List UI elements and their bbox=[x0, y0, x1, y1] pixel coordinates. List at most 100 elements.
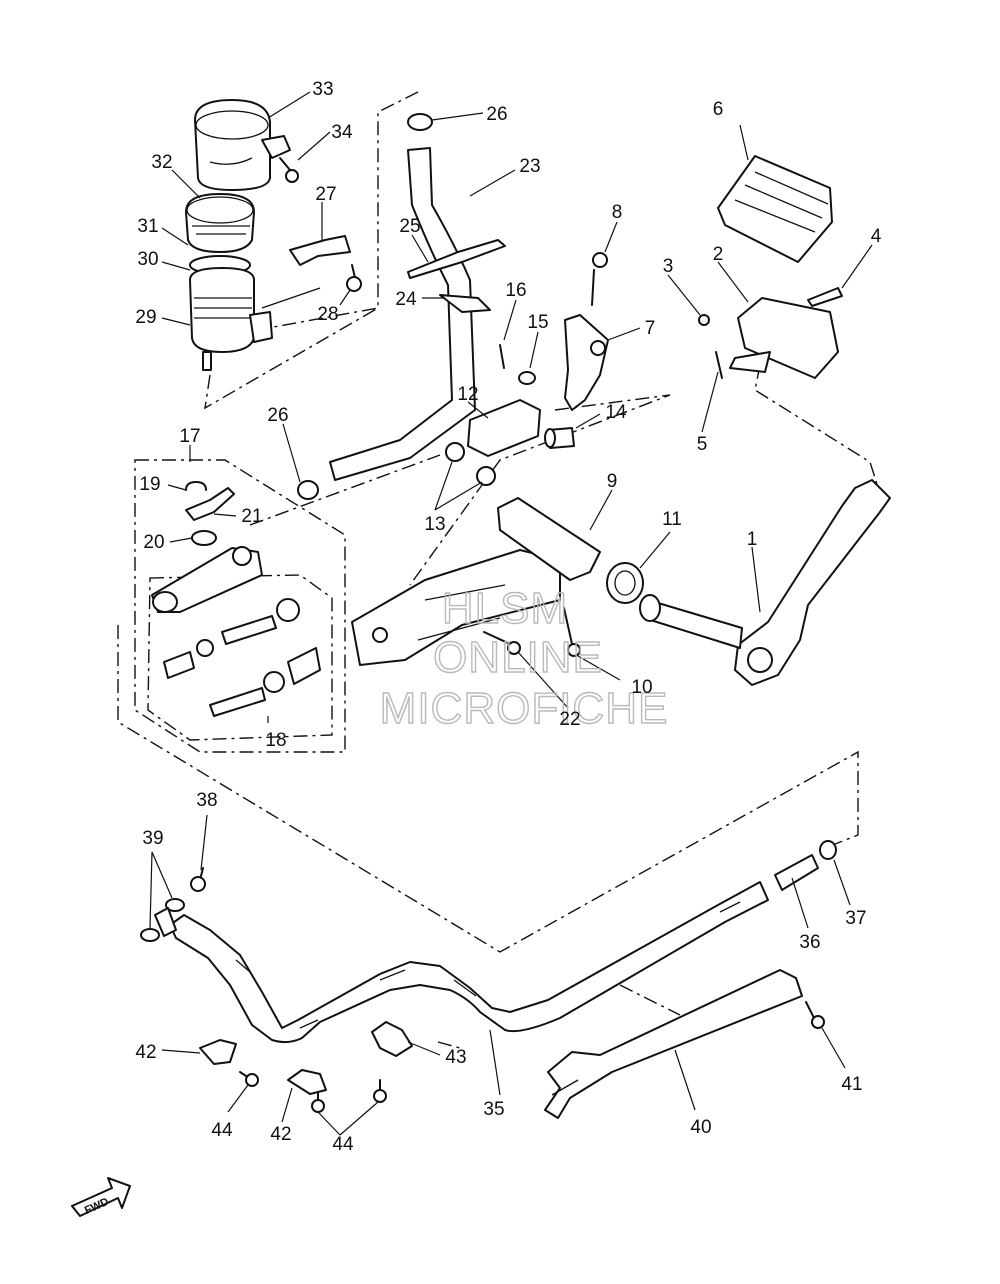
master-cylinder-kit-18 bbox=[163, 598, 321, 717]
callout-11: 11 bbox=[662, 509, 682, 530]
callout-27: 27 bbox=[315, 184, 336, 205]
callout-26-bottom: 26 bbox=[267, 405, 288, 426]
callout-16: 16 bbox=[505, 280, 526, 301]
callout-1: 1 bbox=[747, 529, 758, 550]
cotter-pin-16 bbox=[499, 344, 505, 369]
washer-3 bbox=[698, 314, 710, 326]
hose-clamp-26-bottom bbox=[297, 480, 319, 500]
callout-13: 13 bbox=[424, 514, 445, 535]
o-ring-20 bbox=[191, 530, 217, 546]
callout-44-left: 44 bbox=[211, 1120, 233, 1141]
callout-42-lower: 42 bbox=[270, 1124, 291, 1145]
clip-19 bbox=[185, 481, 207, 491]
callout-19: 19 bbox=[139, 474, 160, 495]
pedal-bracket-9 bbox=[351, 497, 601, 666]
callout-44-right: 44 bbox=[332, 1134, 354, 1155]
pin-4 bbox=[807, 287, 843, 307]
callout-5: 5 bbox=[697, 434, 708, 455]
callout-4: 4 bbox=[871, 226, 882, 247]
pin-14 bbox=[544, 427, 575, 449]
callout-38: 38 bbox=[196, 790, 217, 811]
bracket-arm-7 bbox=[564, 314, 609, 411]
callout-31: 31 bbox=[137, 216, 158, 237]
callout-32: 32 bbox=[151, 152, 172, 173]
hose-clip-24 bbox=[439, 294, 491, 313]
reservoir-cap-33 bbox=[194, 99, 291, 191]
hose-end-39 bbox=[140, 898, 185, 942]
bolt-10 bbox=[563, 607, 581, 657]
bolts-44 bbox=[239, 1071, 387, 1113]
callout-40: 40 bbox=[690, 1117, 711, 1138]
bolt-38 bbox=[190, 867, 206, 892]
washer-15 bbox=[518, 371, 536, 385]
callout-24: 24 bbox=[395, 289, 417, 310]
nuts-13 bbox=[445, 442, 496, 486]
reservoir-hose-23 bbox=[329, 147, 476, 481]
callout-42-upper: 42 bbox=[135, 1042, 156, 1063]
clevis-12 bbox=[467, 399, 541, 457]
callout-3: 3 bbox=[663, 256, 674, 277]
callout-29: 29 bbox=[135, 307, 156, 328]
callout-36: 36 bbox=[799, 932, 820, 953]
pedal-2 bbox=[729, 297, 839, 379]
reservoir-body-29 bbox=[189, 267, 273, 371]
clamp-42-lower bbox=[287, 1069, 327, 1095]
callout-25: 25 bbox=[399, 216, 420, 237]
cap-screw-34 bbox=[279, 157, 299, 183]
callout-10: 10 bbox=[631, 677, 652, 698]
callout-26-top: 26 bbox=[486, 104, 507, 125]
return-spring-11 bbox=[606, 562, 644, 604]
callout-23: 23 bbox=[519, 156, 540, 177]
pedal-cover-6 bbox=[717, 155, 833, 263]
callout-20: 20 bbox=[143, 532, 164, 553]
watermark: HLSM ONLINE MICROFICHE bbox=[379, 583, 669, 733]
callout-37: 37 bbox=[845, 908, 866, 929]
clamp-42-upper bbox=[199, 1039, 237, 1065]
hose-joint-21 bbox=[185, 487, 235, 521]
clamp-43 bbox=[371, 1021, 413, 1057]
hose-tie-25 bbox=[407, 239, 506, 279]
watermark-line-3: MICROFICHE bbox=[380, 684, 669, 733]
callout-12: 12 bbox=[457, 384, 478, 405]
callout-labels: 1 2 3 4 5 6 7 8 9 10 11 12 13 14 15 16 1… bbox=[135, 79, 881, 1155]
callout-9: 9 bbox=[607, 471, 618, 492]
callout-35: 35 bbox=[483, 1099, 504, 1120]
assembly-boundaries bbox=[117, 91, 883, 1049]
callout-15: 15 bbox=[527, 312, 548, 333]
callout-21: 21 bbox=[241, 506, 262, 527]
callout-2: 2 bbox=[713, 244, 724, 265]
callout-30: 30 bbox=[137, 249, 158, 270]
hose-fitting-36 bbox=[774, 854, 819, 891]
callout-39: 39 bbox=[142, 828, 163, 849]
callout-41: 41 bbox=[841, 1074, 862, 1095]
callout-8: 8 bbox=[612, 202, 623, 223]
cotter-pin-5 bbox=[715, 351, 723, 379]
bolt-8 bbox=[591, 252, 608, 306]
master-cylinder-17 bbox=[151, 546, 263, 613]
pedal-shaft bbox=[639, 594, 743, 649]
brake-hose-35 bbox=[169, 881, 769, 1044]
callout-28: 28 bbox=[317, 304, 338, 325]
forward-arrow-icon: FWD bbox=[71, 1177, 131, 1217]
bolt-41 bbox=[805, 1001, 825, 1029]
callout-43: 43 bbox=[445, 1047, 466, 1068]
reservoir-diaphragm-31-32 bbox=[185, 193, 255, 253]
callout-22: 22 bbox=[559, 709, 580, 730]
callout-7: 7 bbox=[645, 318, 656, 339]
leader-lines bbox=[149, 91, 873, 1136]
callout-33: 33 bbox=[312, 79, 333, 100]
callout-34: 34 bbox=[331, 122, 353, 143]
hose-guide-40 bbox=[544, 969, 803, 1119]
bolt-22 bbox=[483, 631, 521, 655]
watermark-line-1: HLSM bbox=[442, 584, 568, 633]
washer-37 bbox=[819, 840, 837, 860]
callout-6: 6 bbox=[713, 99, 724, 120]
callout-18: 18 bbox=[265, 730, 286, 751]
callout-17: 17 bbox=[179, 426, 200, 447]
callout-14: 14 bbox=[605, 402, 627, 423]
bracket-27 bbox=[261, 235, 351, 309]
bolt-28 bbox=[346, 264, 362, 292]
hose-clamp-26-top bbox=[407, 113, 433, 131]
watermark-line-2: ONLINE bbox=[433, 633, 603, 682]
